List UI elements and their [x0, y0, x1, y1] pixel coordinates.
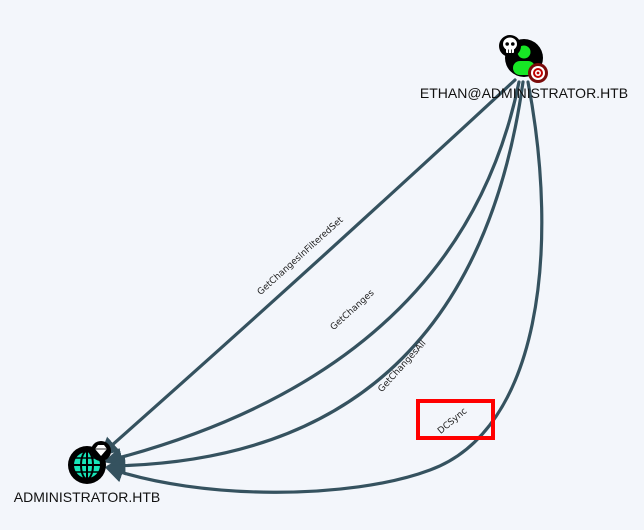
- node-user-ethan[interactable]: ETHAN@ADMINISTRATOR.HTB: [420, 35, 628, 101]
- node-label-domain: ADMINISTRATOR.HTB: [14, 489, 161, 505]
- edge-label-getchangesall: GetChangesAll: [377, 339, 429, 395]
- edge-getchanges[interactable]: GetChanges: [103, 80, 521, 467]
- dcsync-highlight-box: [416, 399, 495, 440]
- skull-icon: [499, 35, 521, 57]
- node-label-user: ETHAN@ADMINISTRATOR.HTB: [420, 85, 628, 101]
- edge-label-getchangesinfilteredset: GetChangesInFilteredSet: [256, 215, 346, 297]
- edge-label-dcsync: DCSync: [436, 406, 469, 436]
- edge-label-getchanges: GetChanges: [329, 288, 377, 333]
- target-icon: [528, 63, 548, 83]
- edge-dcsync[interactable]: DCSync: [104, 80, 544, 494]
- gem-icon: [91, 441, 111, 461]
- node-domain-administrator[interactable]: ADMINISTRATOR.HTB: [14, 441, 161, 505]
- edge-getchangesinfilteredset[interactable]: GetChangesInFilteredSet: [99, 78, 517, 457]
